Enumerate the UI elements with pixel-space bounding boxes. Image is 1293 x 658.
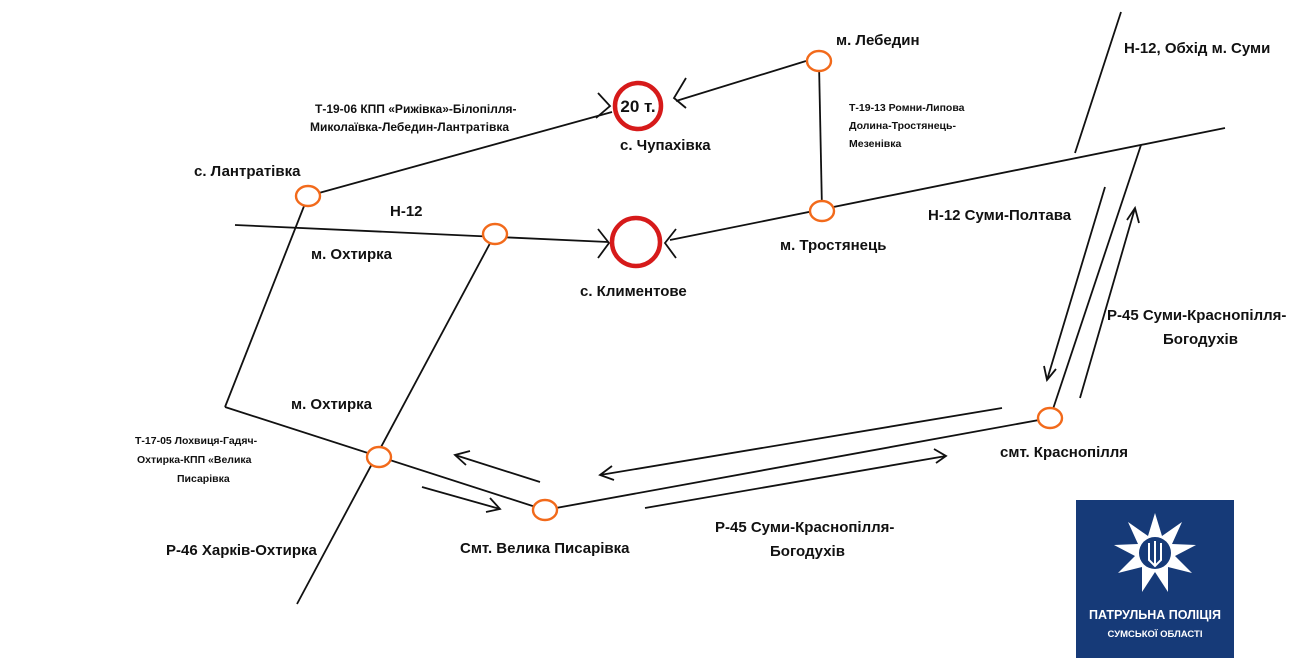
logo-subtitle: СУМСЬКОЇ ОБЛАСТІ bbox=[1107, 629, 1202, 640]
block-tick-chupakhivka-east bbox=[672, 77, 687, 109]
road-t1906 bbox=[307, 111, 613, 197]
direction-arrows bbox=[421, 186, 1140, 513]
label-t1906-line1: Т-19-06 КПП «Рижівка»-Білопілля- bbox=[315, 102, 516, 116]
label-klymentove: с. Климентове bbox=[580, 283, 687, 300]
logo-title: ПАТРУЛЬНА ПОЛІЦІЯ bbox=[1089, 608, 1221, 622]
closure-marker-klymentove bbox=[609, 215, 663, 269]
arrow-north-right-head bbox=[1126, 205, 1140, 224]
road-n12-west bbox=[234, 224, 609, 243]
label-t1913-line2: Долина-Тростянець- bbox=[849, 120, 956, 132]
label-krasnopillia: смт. Краснопілля bbox=[1000, 444, 1128, 461]
label-p45-bottom-line2: Богодухів bbox=[770, 543, 845, 560]
road-lebedyn-chupakhivka bbox=[675, 60, 807, 102]
label-lantrativka: с. Лантратівка bbox=[194, 163, 301, 180]
node-lebedyn bbox=[805, 49, 833, 73]
node-okhtyrka-lower bbox=[365, 445, 393, 469]
weight-limit-sign bbox=[612, 80, 664, 132]
block-tick-chupakhivka-west bbox=[595, 92, 612, 119]
arrow-east-upper-head bbox=[485, 497, 502, 513]
arrow-east-long-head bbox=[933, 448, 948, 464]
arrow-west-long bbox=[599, 407, 1003, 476]
label-t1705-line1: Т-17-05 Лохвиця-Гадяч- bbox=[135, 435, 258, 447]
label-n12: Н-12 bbox=[390, 203, 423, 220]
trident-icon bbox=[1148, 541, 1162, 568]
node-trostianets bbox=[808, 199, 836, 223]
block-tick-klymentove-east bbox=[663, 228, 677, 259]
town-labels: м. Лебедин с. Чупахівка с. Лантратівка м… bbox=[194, 32, 1128, 557]
closure-ticks bbox=[595, 77, 687, 259]
arrow-west-long-head bbox=[598, 465, 615, 481]
patrol-police-logo: ПАТРУЛЬНА ПОЛІЦІЯ СУМСЬКОЇ ОБЛАСТІ bbox=[1076, 500, 1234, 658]
road-t1913 bbox=[818, 62, 823, 211]
arrow-west-left bbox=[454, 454, 541, 483]
road-lines bbox=[224, 11, 1226, 605]
node-lantrativka bbox=[294, 184, 322, 208]
label-chupakhivka: с. Чупахівка bbox=[620, 137, 711, 154]
label-p45-right-line2: Богодухів bbox=[1163, 331, 1238, 348]
label-t1705-line3: Писарівка bbox=[177, 473, 230, 485]
road-p46 bbox=[296, 233, 496, 605]
label-t1705-line2: Охтирка-КПП «Велика bbox=[137, 454, 252, 466]
node-okhtyrka-upper bbox=[481, 222, 509, 246]
road-n12-bypass bbox=[1074, 11, 1122, 154]
road-labels: Т-19-06 КПП «Рижівка»-Білопілля- Миколаї… bbox=[135, 40, 1286, 560]
arrow-south-right bbox=[1046, 186, 1106, 381]
label-n12-sumy-poltava: Н-12 Суми-Полтава bbox=[928, 207, 1072, 224]
arrow-west-left-head bbox=[453, 450, 471, 466]
arrow-east-upper bbox=[421, 486, 501, 510]
label-okhtyrka-upper: м. Охтирка bbox=[311, 246, 393, 263]
arrow-north-right bbox=[1079, 207, 1136, 399]
node-krasnopillia bbox=[1036, 406, 1064, 430]
label-lebedyn: м. Лебедин bbox=[836, 32, 920, 49]
road-p45-right bbox=[1049, 144, 1142, 419]
label-n12-bypass: Н-12, Обхід м. Суми bbox=[1124, 40, 1270, 57]
label-p46: Р-46 Харків-Охтирка bbox=[166, 542, 318, 559]
arrow-south-right-head bbox=[1043, 365, 1057, 383]
town-nodes bbox=[294, 49, 1064, 522]
label-t1913-line3: Мезенівка bbox=[849, 138, 901, 150]
label-t1906-line2: Миколаївка-Лебедин-Лантратівка bbox=[310, 120, 509, 134]
block-tick-klymentove-west bbox=[597, 228, 611, 259]
road-p45-bottom bbox=[544, 417, 1051, 511]
label-okhtyrka-lower: м. Охтирка bbox=[291, 396, 373, 413]
weight-limit-value: 20 т. bbox=[620, 97, 655, 116]
label-p45-right-line1: Р-45 Суми-Краснопілля- bbox=[1107, 307, 1286, 324]
arrow-east-long bbox=[644, 455, 947, 509]
label-velyka-pysarivka: Смт. Велика Писарівка bbox=[460, 540, 630, 557]
label-t1913-line1: Т-19-13 Ромни-Липова bbox=[849, 102, 965, 114]
road-n12-east bbox=[669, 127, 1226, 241]
node-velyka-pysarivka bbox=[531, 498, 559, 522]
label-p45-bottom-line1: Р-45 Суми-Краснопілля- bbox=[715, 519, 894, 536]
label-trostianets: м. Тростянець bbox=[780, 237, 886, 254]
road-lantrativka-south bbox=[224, 195, 309, 408]
